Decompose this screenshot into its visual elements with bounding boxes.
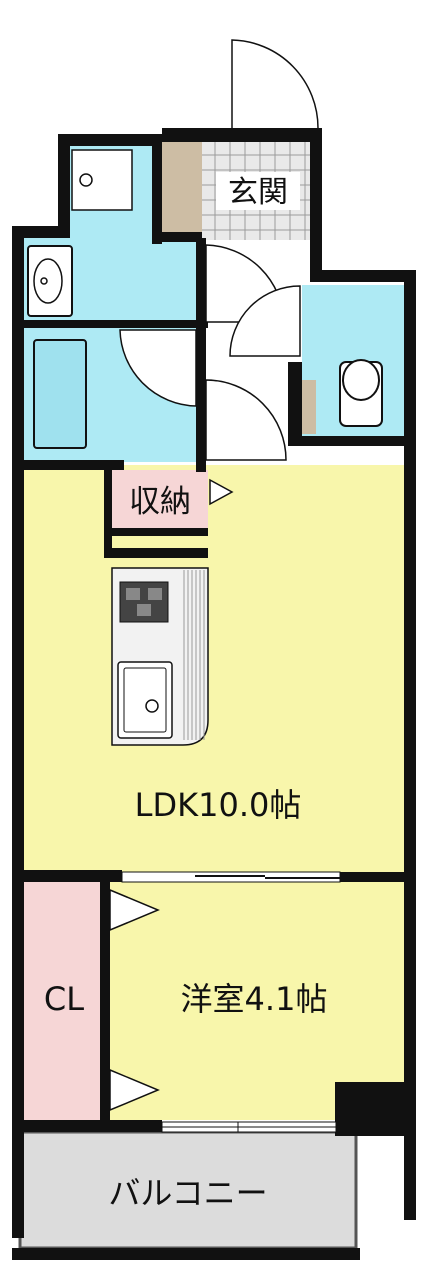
toilet (339, 359, 383, 427)
label-entrance-bg (216, 172, 300, 210)
hall-doors (205, 244, 301, 461)
walls (12, 128, 416, 1238)
bath-door (119, 329, 197, 407)
toilet-counter (302, 380, 316, 434)
bedroom-window (161, 1121, 337, 1133)
balcony-area (18, 1130, 358, 1250)
laundry-pan (71, 149, 133, 211)
storage-label-bg (114, 478, 206, 522)
balcony-label: バルコニー (108, 1174, 267, 1212)
storage-door (209, 478, 234, 506)
kitchen-counter (111, 567, 209, 746)
entrance-stone (160, 140, 202, 240)
bedroom-room (110, 880, 408, 1120)
closet-doors (109, 888, 160, 1112)
closet-room (22, 880, 106, 1120)
storage-label: 収納 (129, 484, 191, 520)
sliding-door (121, 871, 341, 883)
ldk-room (22, 465, 408, 877)
entrance-label: 玄関 (228, 175, 288, 210)
ldk-label: LDK10.0帖 (135, 786, 302, 824)
balcony-wall (12, 1248, 360, 1260)
entrance-door (231, 39, 319, 129)
bathtub (33, 339, 87, 449)
closet-label: CL (44, 980, 84, 1018)
washbasin (27, 245, 73, 317)
bedroom-label: 洋室4.1帖 (181, 980, 328, 1018)
